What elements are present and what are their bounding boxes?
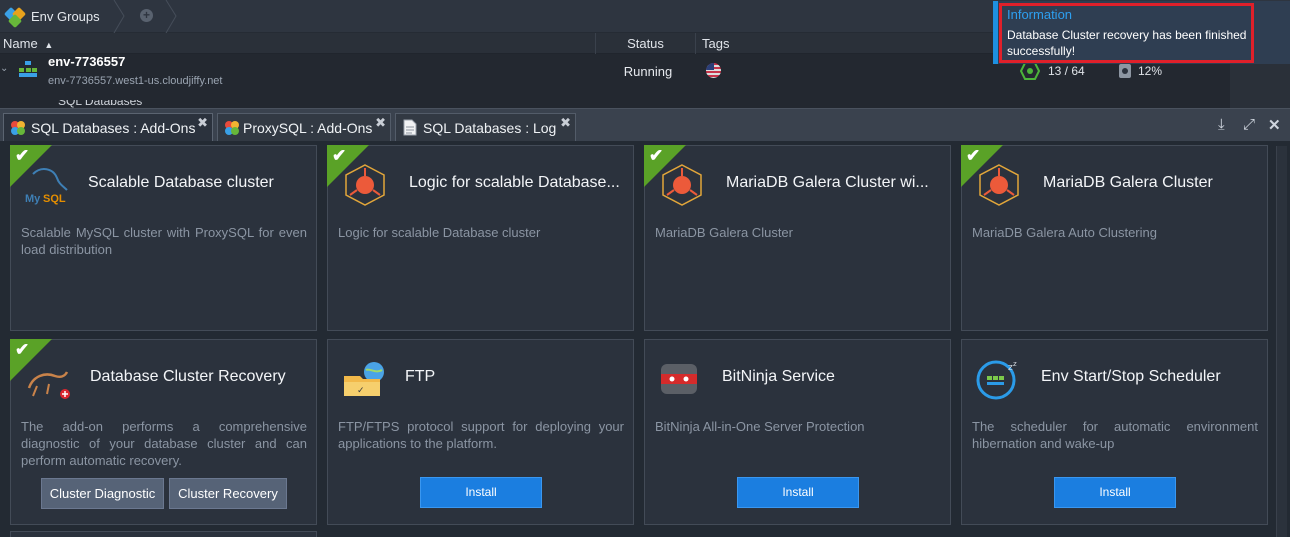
add-group-icon[interactable]: +: [140, 9, 153, 22]
env-groups-icon: [3, 6, 27, 28]
disk-icon: [1119, 64, 1131, 78]
us-flag-icon: [706, 63, 721, 78]
recovery-icon: [27, 371, 70, 399]
notification-message: Database Cluster recovery has been finis…: [1007, 28, 1247, 58]
ftp-icon: ✓: [344, 362, 384, 396]
scheduler-icon: z z: [976, 360, 1017, 400]
addon-card-scheduler[interactable]: z z Env Start/Stop Scheduler The schedul…: [961, 339, 1268, 525]
card-title: Logic for scalable Database...: [409, 174, 620, 191]
card-title: Database Cluster Recovery: [90, 368, 286, 385]
column-name-label: Name: [3, 36, 38, 51]
svg-text:z: z: [1008, 363, 1013, 373]
env-domain[interactable]: env-7736557.west1-us.cloudjiffy.net: [48, 75, 223, 87]
addon-card-db-recovery[interactable]: ✔ Database Cluster Recovery The add-on p…: [10, 339, 317, 525]
install-button[interactable]: Install: [1054, 477, 1176, 508]
env-subrow: SQL Databases: [0, 100, 1230, 108]
tab-sql-addons[interactable]: SQL Databases : Add-Ons ✖: [3, 113, 213, 141]
card-title: BitNinja Service: [722, 368, 835, 385]
cluster-icon: [662, 164, 702, 206]
breadcrumb-label: Env Groups: [31, 9, 100, 24]
sort-asc-icon: ▲: [44, 40, 54, 50]
info-notification: [993, 1, 1290, 64]
checkmark-icon: ✔: [15, 340, 30, 359]
card-description: MariaDB Galera Cluster: [655, 225, 793, 240]
card-title: FTP: [405, 368, 436, 385]
card-description: FTP/FTPS protocol support for deploying …: [338, 419, 624, 451]
checkmark-icon: ✔: [649, 146, 664, 165]
log-file-icon: [403, 119, 417, 136]
breadcrumb[interactable]: Env Groups: [0, 0, 100, 33]
column-name[interactable]: Name ▲: [0, 33, 596, 54]
column-tags[interactable]: Tags: [696, 33, 996, 54]
card-description: The scheduler for automatic environment …: [972, 419, 1258, 451]
breadcrumb-separator-icon: [165, 0, 177, 33]
column-status[interactable]: Status: [596, 33, 696, 54]
card-title: Env Start/Stop Scheduler: [1041, 368, 1221, 385]
grid-header: Name ▲ Status Tags: [0, 33, 1290, 54]
next-row-card-edge: [10, 531, 317, 537]
installed-badge: [10, 145, 52, 187]
close-icon[interactable]: ✖: [197, 115, 208, 130]
svg-text:✓: ✓: [357, 386, 365, 396]
env-name[interactable]: env-7736557: [48, 54, 126, 69]
tab-label: ProxySQL : Add-Ons: [243, 119, 373, 136]
cloudlets-value: 13 / 64: [1048, 64, 1085, 78]
close-icon[interactable]: ✖: [375, 115, 386, 130]
column-status-label: Status: [627, 36, 664, 51]
card-title: MariaDB Galera Cluster: [1043, 174, 1213, 191]
cluster-recovery-button[interactable]: Cluster Recovery: [169, 478, 287, 509]
cluster-icon: [345, 164, 385, 206]
cloudlets-icon: [1020, 62, 1040, 80]
close-panel-icon[interactable]: ✕: [1268, 117, 1281, 134]
addon-card-ftp[interactable]: ✓ FTP FTP/FTPS protocol support for depl…: [327, 339, 634, 525]
card-description: Scalable MySQL cluster with ProxySQL for…: [21, 225, 307, 257]
scrollbar[interactable]: [1276, 146, 1287, 537]
disk-value: 12%: [1138, 64, 1163, 78]
cluster-diagnostic-button[interactable]: Cluster Diagnostic: [41, 478, 164, 509]
download-icon[interactable]: ⤓: [1218, 116, 1225, 133]
env-subrow-label: SQL Databases: [58, 100, 143, 108]
cluster-icon: [979, 164, 1019, 206]
checkmark-icon: ✔: [15, 146, 30, 165]
card-title: MariaDB Galera Cluster wi...: [726, 174, 929, 191]
notification-title: Information: [1007, 7, 1073, 22]
env-status: Running: [623, 64, 673, 79]
svg-text:My: My: [25, 193, 41, 205]
checkmark-icon: ✔: [332, 146, 347, 165]
card-description: MariaDB Galera Auto Clustering: [972, 225, 1157, 240]
column-tags-label: Tags: [702, 36, 730, 51]
card-title: Scalable Database cluster: [88, 174, 274, 191]
card-description: Logic for scalable Database cluster: [338, 225, 541, 240]
expand-chevron-icon[interactable]: ⌄: [0, 63, 9, 74]
tab-sql-log[interactable]: SQL Databases : Log ✖: [395, 113, 576, 141]
addon-card-scalable-db[interactable]: ✔ My SQL Scalable Database cluster Scala…: [10, 145, 317, 331]
svg-text:z: z: [1013, 360, 1017, 368]
tab-bar: [0, 108, 1290, 141]
tab-proxysql-addons[interactable]: ProxySQL : Add-Ons ✖: [217, 113, 391, 141]
expand-icon[interactable]: ⤢: [1243, 116, 1256, 133]
card-description: The add-on performs a comprehensive diag…: [21, 419, 307, 468]
install-button[interactable]: Install: [737, 477, 859, 508]
env-row[interactable]: ⌄ env-7736557 env-7736557.west1-us.cloud…: [0, 54, 1230, 106]
svg-text:SQL: SQL: [43, 193, 66, 205]
addons-icon: [11, 120, 25, 135]
tab-label: SQL Databases : Add-Ons: [31, 119, 196, 136]
addon-card-mariadb-galera[interactable]: ✔ MariaDB Galera Cluster MariaDB Galera …: [961, 145, 1268, 331]
install-button[interactable]: Install: [420, 477, 542, 508]
bitninja-icon: [661, 364, 697, 394]
addons-icon: [225, 120, 239, 135]
addon-card-bitninja[interactable]: BitNinja Service BitNinja All-in-One Ser…: [644, 339, 951, 525]
mysql-icon: My SQL: [25, 168, 68, 205]
addon-card-mariadb-galera-wi[interactable]: ✔ MariaDB Galera Cluster wi... MariaDB G…: [644, 145, 951, 331]
tab-label: SQL Databases : Log: [423, 119, 557, 136]
checkmark-icon: ✔: [966, 146, 981, 165]
env-topology-icon: [19, 61, 37, 77]
close-icon[interactable]: ✖: [560, 115, 571, 130]
addon-card-logic-scalable-db[interactable]: ✔ Logic for scalable Database... Logic f…: [327, 145, 634, 331]
card-description: BitNinja All-in-One Server Protection: [655, 419, 865, 434]
notification-highlight: [999, 3, 1254, 63]
breadcrumb-separator-icon: [113, 0, 125, 33]
